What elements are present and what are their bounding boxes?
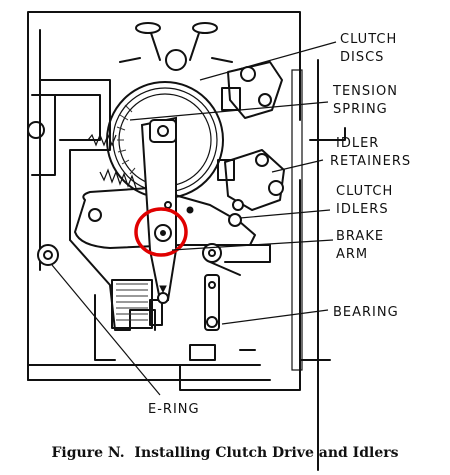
tension-spring — [87, 133, 137, 189]
label-brake-arm-2: ARM — [336, 247, 368, 262]
label-idler-retainers-2: RETAINERS — [330, 154, 411, 169]
label-e-ring: E-RING — [148, 402, 200, 417]
right-pulley — [202, 243, 271, 276]
bearing-part — [204, 274, 220, 331]
highlight-circle — [134, 207, 188, 257]
label-idler-retainers-1: IDLER — [336, 136, 379, 151]
brake-arm-nut — [134, 206, 194, 257]
label-clutch-discs-1: CLUTCH — [340, 32, 397, 47]
label-brake-arm-1: BRAKE — [336, 229, 384, 244]
label-tension-spring-1: TENSION — [332, 84, 398, 99]
clutch-idler-upper — [221, 61, 283, 119]
chassis-frame — [27, 11, 346, 471]
figure-caption: Figure N. Installing Clutch Drive and Id… — [51, 445, 398, 461]
e-ring-part — [37, 244, 59, 266]
label-clutch-discs-2: DISCS — [340, 50, 384, 65]
label-clutch-idlers-2: IDLERS — [336, 202, 389, 217]
bottom-block — [189, 344, 256, 361]
label-bearing: BEARING — [333, 305, 399, 320]
base-plate — [74, 187, 256, 249]
clutch-idler-lower — [217, 149, 285, 211]
label-clutch-idlers-1: CLUTCH — [336, 184, 393, 199]
top-fork — [119, 22, 233, 71]
leader-lines — [51, 41, 337, 396]
label-tension-spring-2: SPRING — [333, 102, 388, 117]
